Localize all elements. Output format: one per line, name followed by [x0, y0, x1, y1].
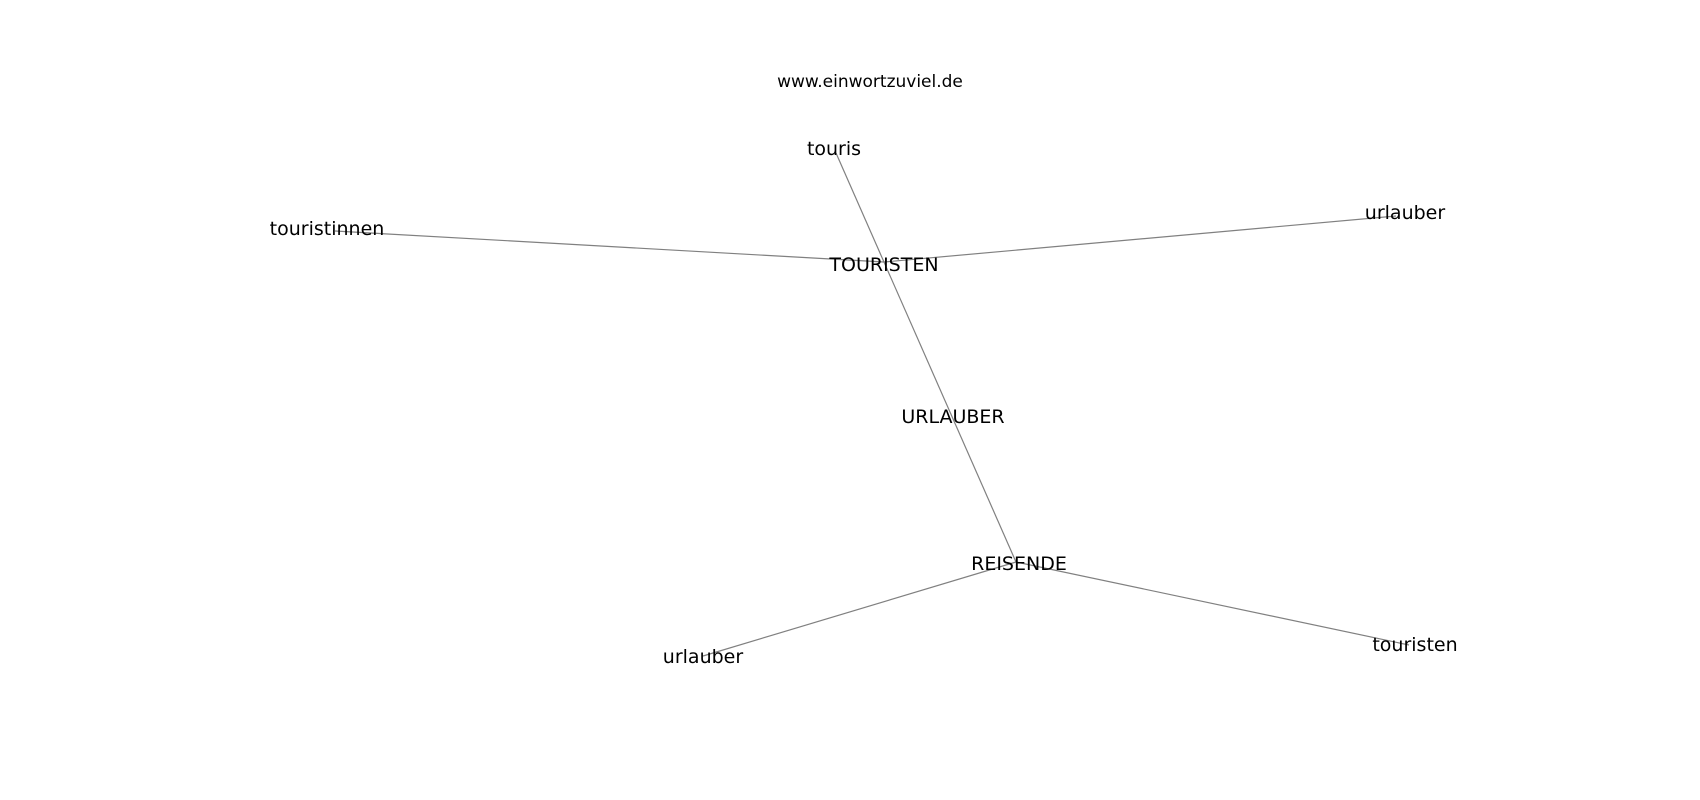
node-touristinnen: touristinnen — [270, 218, 385, 240]
node-urlauber-upper: URLAUBER — [901, 406, 1004, 428]
edge-reisende-touristen — [1015, 561, 1410, 646]
labels-layer: www.einwortzuviel.de touris TOURISTEN to… — [270, 72, 1458, 668]
node-touristen-upper: TOURISTEN — [828, 254, 938, 276]
source-website-label: www.einwortzuviel.de — [777, 72, 963, 92]
edge-touris-reisende — [835, 152, 1017, 563]
node-urlauber-bottom: urlauber — [663, 646, 744, 668]
edge-touristen-urlauber_top — [883, 215, 1397, 263]
node-urlauber-top: urlauber — [1365, 202, 1446, 224]
node-touris: touris — [807, 138, 861, 160]
edge-touristinnen-touristen — [334, 230, 885, 263]
node-reisende: REISENDE — [971, 553, 1067, 575]
edges-layer — [334, 152, 1410, 657]
node-touristen-lower: touristen — [1372, 634, 1457, 656]
edge-reisende-urlauber_bottom — [702, 561, 1017, 657]
